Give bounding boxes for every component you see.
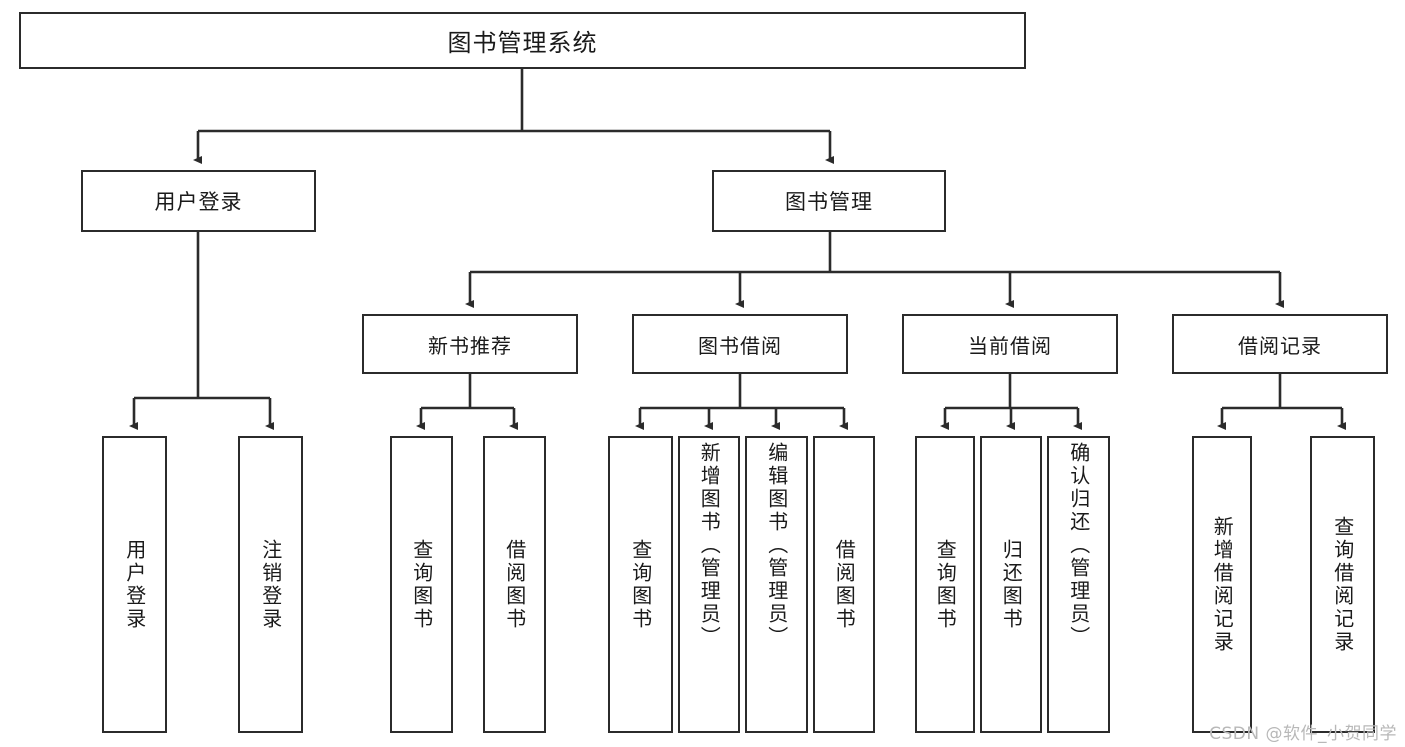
node-label: 新增图书（管理员）	[697, 442, 722, 649]
leaf-add-borrow-record[interactable]: 新增借阅记录	[1192, 436, 1252, 733]
node-label: 图书借阅	[698, 333, 782, 358]
node-borrow-record[interactable]: 借阅记录	[1172, 314, 1388, 374]
node-book-management[interactable]: 图书管理	[712, 170, 946, 232]
leaf-borrow-book[interactable]: 借阅图书	[813, 436, 875, 733]
leaf-user-login[interactable]: 用户登录	[102, 436, 167, 733]
node-label: 借阅图书	[832, 538, 857, 631]
leaf-confirm-return-admin[interactable]: 确认归还（管理员）	[1047, 436, 1110, 733]
node-label: 用户登录	[154, 190, 243, 214]
leaf-query-book-current[interactable]: 查询图书	[915, 436, 975, 733]
node-label: 图书管理	[785, 190, 873, 214]
node-label: 编辑图书（管理员）	[764, 442, 789, 649]
node-label: 新书推荐	[428, 333, 512, 358]
node-label: 新增借阅记录	[1210, 515, 1235, 654]
node-label: 查询图书	[409, 538, 434, 631]
node-label: 图书管理系统	[447, 29, 598, 57]
leaf-return-book[interactable]: 归还图书	[980, 436, 1042, 733]
leaf-add-book-admin[interactable]: 新增图书（管理员）	[678, 436, 740, 733]
node-label: 借阅记录	[1238, 333, 1322, 358]
node-label: 查询图书	[933, 538, 958, 631]
node-book-borrow[interactable]: 图书借阅	[632, 314, 848, 374]
node-user-login[interactable]: 用户登录	[81, 170, 316, 232]
leaf-query-book-borrow[interactable]: 查询图书	[608, 436, 673, 733]
leaf-edit-book-admin[interactable]: 编辑图书（管理员）	[745, 436, 808, 733]
node-label: 用户登录	[122, 538, 147, 631]
node-label: 当前借阅	[968, 333, 1052, 358]
node-label: 归还图书	[999, 538, 1024, 631]
node-label: 查询借阅记录	[1330, 515, 1355, 654]
node-label: 注销登录	[258, 538, 283, 631]
node-label: 确认归还（管理员）	[1066, 442, 1091, 649]
node-root-system[interactable]: 图书管理系统	[19, 12, 1026, 69]
watermark-text: CSDN @软件_小贺同学	[1209, 724, 1397, 744]
node-current-borrow[interactable]: 当前借阅	[902, 314, 1118, 374]
leaf-query-borrow-record[interactable]: 查询借阅记录	[1310, 436, 1375, 733]
leaf-borrow-book-recommend[interactable]: 借阅图书	[483, 436, 546, 733]
node-label: 借阅图书	[502, 538, 527, 631]
node-new-book-recommend[interactable]: 新书推荐	[362, 314, 578, 374]
leaf-logout-login[interactable]: 注销登录	[238, 436, 303, 733]
node-label: 查询图书	[628, 538, 653, 631]
leaf-query-book-recommend[interactable]: 查询图书	[390, 436, 453, 733]
